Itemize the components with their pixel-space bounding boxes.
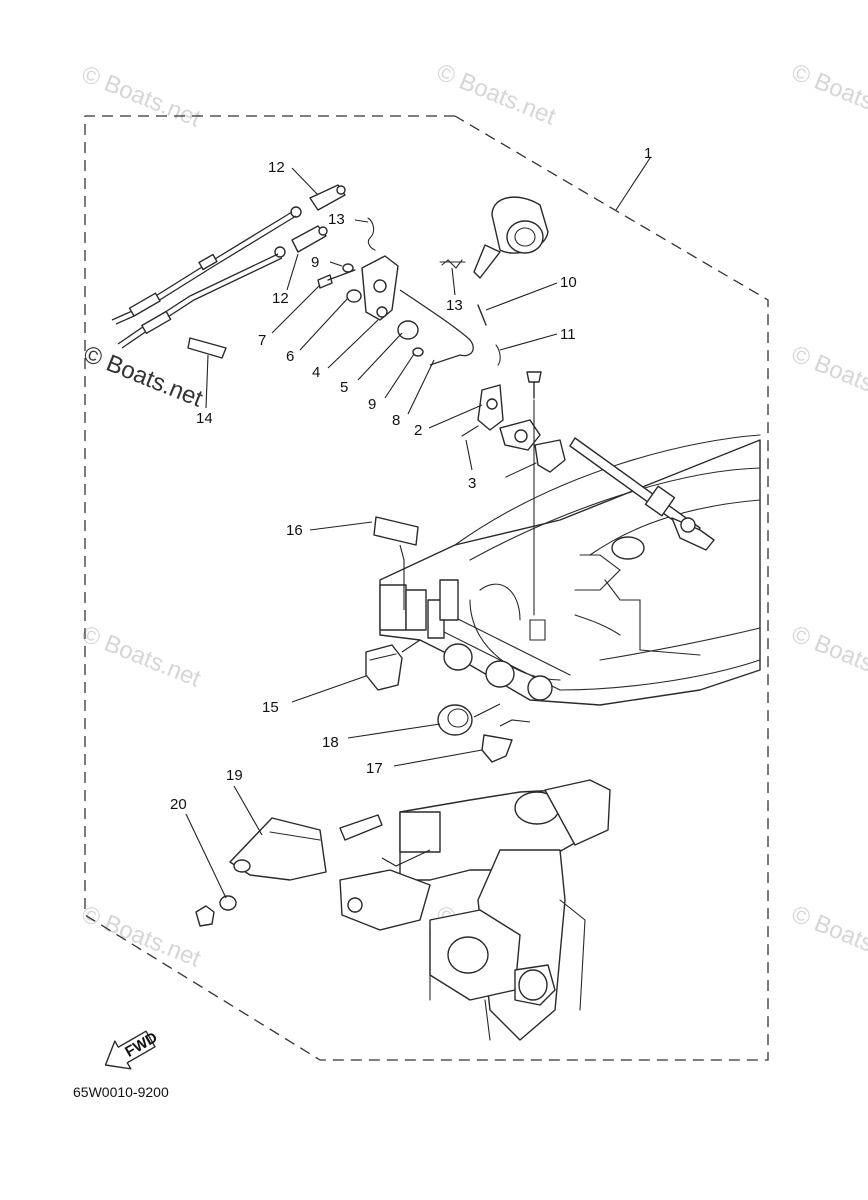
watermark: © Boats.net [78,621,205,693]
callout-12-lower: 12 [272,290,289,307]
callout-12-upper: 12 [268,159,285,176]
watermark: © Boats.net [788,621,868,693]
throttle-cam-unit [439,196,549,279]
callout-3: 3 [468,475,476,492]
callout-15: 15 [262,699,279,716]
grommet-17 [481,734,513,763]
plug-18 [437,704,473,736]
shift-link [361,255,474,366]
leader-lines [185,157,651,899]
callout-18: 18 [322,734,339,751]
plug-18-inner [447,708,469,728]
lower-casing [339,779,611,1041]
callout-11: 11 [560,326,576,343]
watermark: © Boats.net [788,901,868,973]
callout-16: 16 [286,522,303,539]
callout-14: 14 [196,410,213,427]
callout-9-upper: 9 [311,254,319,271]
watermark: © Boats.net [78,901,205,973]
bracket-19 [229,814,383,881]
clip-13-upper [367,217,376,251]
shift-rod [569,437,715,551]
plate-16 [373,516,419,546]
watermark: © Boats.net [433,59,560,131]
grommet-15 [365,644,403,691]
callout-2: 2 [414,422,422,439]
nut-20 [195,905,215,927]
pin-10 [477,304,487,326]
callout-19: 19 [226,767,243,784]
clip-13-lower [441,259,463,269]
watermark: © Boats.net [788,341,868,413]
watermark: © Boats.net [788,59,868,131]
clip-11 [495,344,501,366]
callout-6: 6 [286,348,294,365]
callout-17: 17 [366,760,383,777]
callout-7: 7 [258,332,266,349]
callout-13-upper: 13 [328,211,345,228]
callout-labels: 1 2 3 4 5 6 7 8 9 9 10 11 12 12 13 13 14… [170,145,652,813]
washer-20 [219,895,237,911]
callout-4: 4 [312,364,320,381]
callout-1: 1 [644,145,652,162]
callout-8: 8 [392,412,400,429]
watermark: © Boats.net [78,61,205,133]
assembly-boundary [84,115,769,1061]
diagram-code: 65W0010-9200 [73,1084,169,1100]
shift-lever-group [461,371,566,616]
cable-joints [274,184,346,258]
callout-9-lower: 9 [368,396,376,413]
callout-13-lower: 13 [446,297,463,314]
callout-5: 5 [340,379,348,396]
control-cables [111,211,297,359]
callout-20: 20 [170,796,187,813]
fwd-arrow-icon: FWD [104,1029,160,1070]
watermark: © Boats.net [80,341,207,413]
bottom-cowling-base [379,434,761,706]
callout-10: 10 [560,274,577,291]
